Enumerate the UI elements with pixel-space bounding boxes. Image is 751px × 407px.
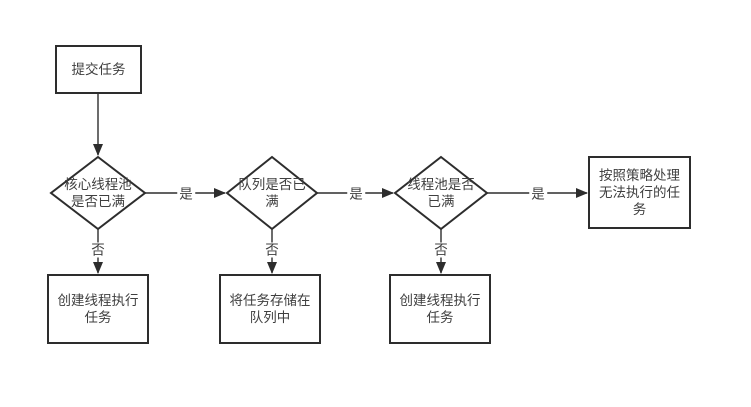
no-label-queue-to-store: 否	[263, 242, 281, 258]
submit-task-box	[55, 45, 142, 94]
yes-label-pool-to-policy: 是	[529, 186, 547, 202]
policy-handle-box	[588, 156, 691, 229]
yes-label-core-to-queue: 是	[177, 186, 195, 202]
core-pool-full-diamond	[49, 155, 147, 231]
no-label-core-to-create-1: 否	[89, 242, 107, 258]
yes-label-queue-to-pool: 是	[347, 186, 365, 202]
create-thread-box-2	[389, 274, 491, 344]
queue-full-diamond	[225, 155, 319, 231]
store-in-queue-box	[219, 274, 321, 344]
pool-full-diamond	[393, 155, 489, 231]
create-thread-box-1	[47, 274, 149, 344]
no-label-pool-to-create-2: 否	[432, 242, 450, 258]
